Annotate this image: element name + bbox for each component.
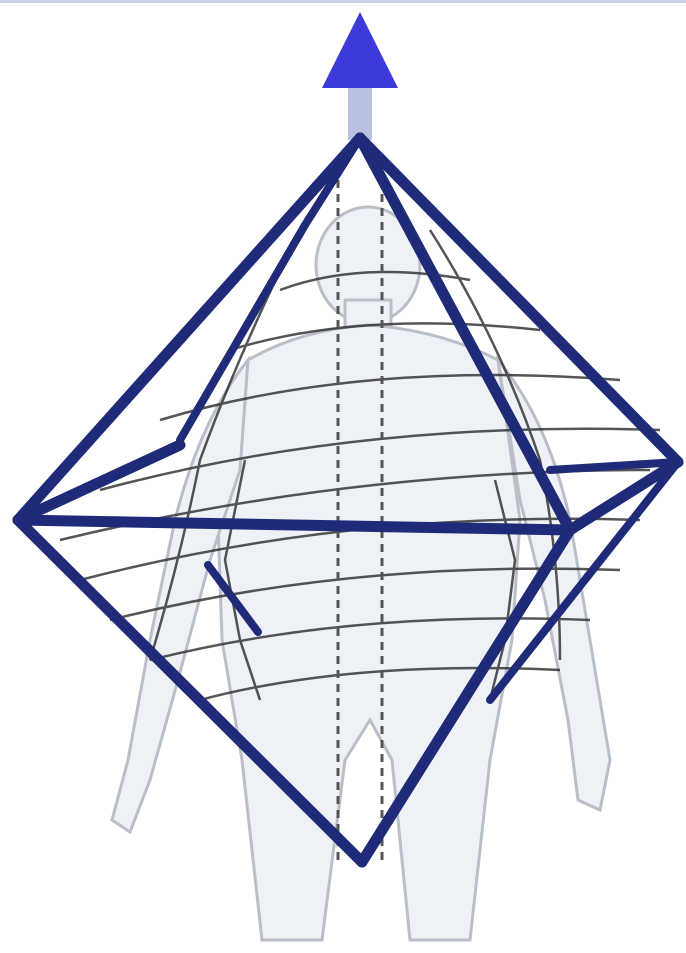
octahedron-edge	[18, 445, 180, 520]
up-arrow-icon	[322, 12, 398, 140]
up-arrow-head	[322, 12, 398, 88]
up-arrow-shaft	[348, 82, 372, 140]
